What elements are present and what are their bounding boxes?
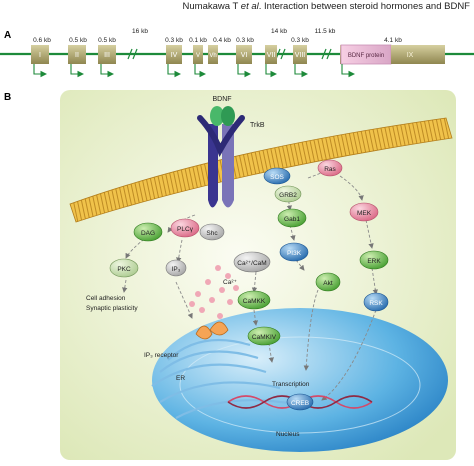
size-label-7: 0.4 kb — [213, 37, 231, 44]
label-sos: SOS — [270, 174, 284, 181]
label-cell-adhesion: Cell adhesion — [86, 295, 126, 302]
exon-label-8: VIII — [295, 52, 306, 59]
label-er: ER — [176, 375, 185, 382]
node-shc — [199, 223, 225, 241]
calcium-ions — [189, 265, 239, 319]
label-creb: CREB — [291, 400, 309, 407]
cell-membrane — [69, 117, 453, 223]
ip3-receptors — [195, 321, 229, 340]
label-pkc: PKC — [117, 266, 131, 273]
label-erk: ERK — [367, 258, 381, 265]
label-akt: Akt — [323, 280, 333, 287]
size-label-5: 0.3 kb — [165, 37, 183, 44]
node-mek — [349, 202, 379, 222]
label-gab1: Gab1 — [284, 216, 300, 223]
exon-8 — [293, 45, 307, 64]
node-creb — [286, 393, 314, 411]
node-ip3 — [165, 259, 187, 277]
size-label-1: 0.6 kb — [33, 37, 51, 44]
header-authors: Numakawa T — [182, 1, 239, 12]
label-ca-cam: Ca²⁺/CaM — [237, 260, 266, 267]
node-sos — [263, 167, 291, 185]
label-pi3k: PI3K — [287, 250, 302, 257]
gene-structure: I II III IV V Vh VI VII VIII IX BDNF pro… — [0, 28, 474, 78]
node-akt — [315, 272, 341, 292]
size-label-4: 16 kb — [132, 28, 148, 35]
node-pi3k — [279, 242, 309, 262]
node-ras — [317, 159, 343, 177]
exon-4 — [166, 45, 182, 64]
label-nucleus: Nucleus — [276, 431, 300, 438]
node-ca-cam — [233, 251, 271, 273]
exon-label-9: IX — [407, 52, 414, 59]
exon-3 — [98, 45, 116, 64]
node-rsk — [363, 292, 389, 312]
node-pkc — [109, 258, 139, 278]
nucleus — [152, 308, 448, 452]
signaling-diagram: BDNF TrkB — [60, 90, 456, 460]
size-label-2: 0.5 kb — [69, 37, 87, 44]
label-ip3: IP₃ — [172, 266, 181, 273]
trkb-receptor — [197, 115, 245, 208]
label-transcription: Transcription — [272, 381, 310, 388]
trkb-label: TrkB — [250, 122, 265, 129]
exon-label-5: V — [196, 53, 200, 59]
node-gab1 — [277, 208, 307, 228]
size-label-11: 11.5 kb — [315, 28, 336, 35]
panel-a-letter: A — [4, 30, 11, 41]
node-grb2 — [274, 185, 302, 203]
node-camkiv — [247, 326, 281, 346]
size-label-6: 0.1 kb — [189, 37, 207, 44]
exon-2 — [68, 45, 86, 64]
node-dag — [133, 222, 163, 242]
node-plc — [170, 218, 200, 238]
exon-5 — [193, 45, 203, 64]
label-shc: Shc — [206, 230, 218, 237]
header-etal: et al — [240, 1, 259, 12]
size-label-8: 0.3 kb — [236, 37, 254, 44]
exon-label-1: I — [39, 52, 41, 59]
node-erk — [359, 250, 389, 270]
bdnf-label: BDNF — [212, 96, 231, 103]
exon-label-2: II — [75, 52, 79, 59]
exon-7 — [265, 45, 277, 64]
node-camkk — [237, 290, 271, 310]
label-mek: MEK — [357, 210, 372, 217]
label-camkk: CaMKK — [243, 298, 266, 305]
bdnf-dimer-left — [210, 106, 224, 126]
label-synaptic-plasticity: Synaptic plasticity — [86, 305, 138, 312]
exon-9 — [391, 45, 445, 64]
label-rsk: RSK — [369, 300, 383, 307]
bdnf-dimer-right — [221, 106, 235, 126]
promoter-arrows — [33, 64, 356, 78]
size-label-10: 0.3 kb — [291, 37, 309, 44]
label-dag: DAG — [141, 230, 155, 237]
label-ras: Ras — [324, 166, 336, 173]
exon-label-7: VII — [267, 52, 276, 59]
label-camkiv: CaMKIV — [252, 334, 277, 341]
size-label-12: 4.1 kb — [384, 37, 402, 44]
label-grb2: GRB2 — [279, 192, 297, 199]
size-label-3: 0.5 kb — [98, 37, 116, 44]
nodes — [109, 159, 389, 411]
exon-label-6: VI — [241, 52, 248, 59]
size-label-9: 14 kb — [271, 28, 287, 35]
label-plc: PLCγ — [177, 226, 194, 233]
exon-label-3: III — [104, 52, 110, 59]
label-ca: Ca²⁺ — [223, 279, 237, 286]
label-ip3-receptor: IP₃ receptor — [144, 352, 179, 359]
panel-b-letter: B — [4, 92, 11, 103]
exon-label-vh: Vh — [209, 53, 216, 59]
exon-1 — [31, 45, 49, 64]
exon-6 — [236, 45, 252, 64]
exon-label-4: IV — [171, 52, 178, 59]
header-title: . Interaction between steroid hormones a… — [258, 1, 470, 12]
running-header: Numakawa T et al. Interaction between st… — [183, 1, 470, 12]
exon-vh — [208, 45, 218, 64]
protein-label: BDNF protein — [348, 53, 384, 59]
